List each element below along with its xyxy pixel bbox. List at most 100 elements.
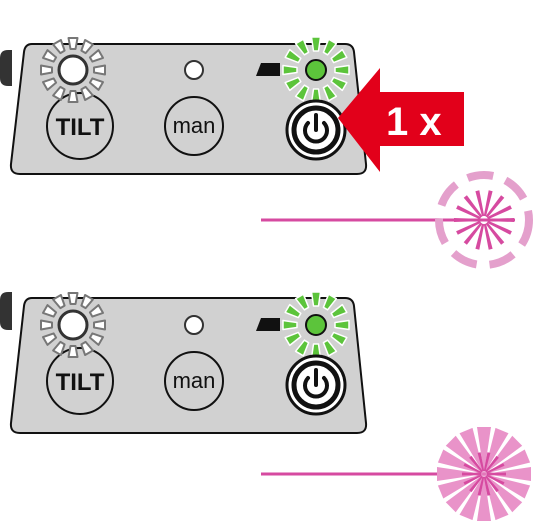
burst-ray [52, 39, 66, 55]
burst-ray [445, 474, 484, 513]
burst-ray [42, 49, 58, 63]
burst-ray [484, 435, 523, 474]
burst-ray [469, 475, 483, 493]
laser-icon [256, 63, 280, 76]
man-button-label: man [173, 368, 216, 393]
burst-ray [88, 49, 104, 63]
laser-beam-flash [437, 427, 531, 521]
burst-ray [52, 340, 66, 356]
status-led [184, 60, 204, 80]
burst-ray [294, 339, 310, 357]
power-button[interactable] [285, 99, 347, 161]
burst-ray [67, 90, 79, 103]
tilt-status-led [57, 309, 89, 341]
power-led-blink-burst [282, 291, 350, 359]
burst-ray [330, 303, 348, 319]
power-led [305, 314, 327, 336]
press-arrow [338, 68, 464, 172]
burst-ray [456, 205, 481, 220]
burst-ray [52, 294, 66, 310]
burst-ray [322, 84, 338, 102]
burst-ray [330, 76, 348, 92]
press-indicator: 1 x [338, 68, 464, 172]
burst-ray [40, 64, 53, 76]
burst-ray [282, 319, 298, 331]
burst-ray [486, 474, 505, 485]
power-led-blink-burst [282, 36, 350, 104]
burst-ray [80, 39, 94, 55]
laser-beam-dot [462, 452, 506, 496]
tilt-led-blink-burst [40, 37, 106, 103]
burst-ray [475, 223, 485, 250]
burst-ray [484, 467, 531, 481]
burst-ray [487, 472, 506, 476]
burst-ray [463, 222, 483, 245]
burst-ray [485, 475, 499, 493]
burst-ray [80, 294, 94, 310]
burst-ray [485, 195, 505, 218]
burst-ray [334, 64, 350, 76]
burst-ray [483, 476, 491, 496]
burst-ray [310, 291, 322, 307]
tilt-button[interactable]: TILT [46, 92, 114, 160]
burst-ray [477, 476, 485, 496]
laser-beam-blinking [261, 171, 533, 269]
laser-beam-dot [454, 190, 514, 250]
burst-ray [284, 303, 302, 319]
burst-ray [42, 77, 58, 91]
burst-ray [485, 455, 499, 473]
man-button-label: man [173, 113, 216, 138]
laser-icon [256, 318, 280, 331]
power-button[interactable] [285, 354, 347, 416]
burst-ray [459, 427, 484, 474]
burst-ray [485, 222, 505, 245]
burst-ray [93, 64, 106, 76]
burst-ray [483, 223, 493, 250]
laser-beam-steady [261, 427, 531, 521]
power-icon [303, 368, 329, 399]
burst-ray [284, 331, 302, 347]
tilt-status-led [57, 54, 89, 86]
status-led [184, 315, 204, 335]
burst-ray [463, 195, 483, 218]
burst-ray [477, 427, 491, 474]
burst-ray [284, 48, 302, 64]
tilt-button-label: TILT [56, 114, 105, 141]
burst-ray [284, 76, 302, 92]
burst-ray [483, 190, 493, 217]
burst-ray [463, 474, 482, 485]
burst-ray [88, 77, 104, 91]
man-button[interactable]: man [164, 96, 224, 156]
device-side-tab [0, 292, 12, 330]
press-count-label: 1 x [386, 100, 442, 144]
burst-ray [459, 474, 484, 521]
burst-ray [67, 292, 79, 305]
burst-ray [486, 463, 505, 474]
burst-ray [454, 218, 480, 222]
burst-ray [88, 304, 104, 318]
burst-ray [484, 474, 509, 521]
burst-ray [487, 220, 512, 235]
burst-ray [330, 48, 348, 64]
burst-ray [322, 339, 338, 357]
burst-ray [322, 293, 338, 311]
tilt-button-label: TILT [56, 369, 105, 396]
man-button[interactable]: man [164, 351, 224, 411]
burst-ray [93, 319, 106, 331]
burst-ray [477, 474, 491, 521]
burst-ray [294, 38, 310, 56]
burst-ray [80, 340, 94, 356]
laser-blink-ring [435, 171, 533, 269]
burst-ray [322, 38, 338, 56]
burst-ray [445, 435, 484, 474]
burst-ray [40, 319, 53, 331]
burst-ray [88, 332, 104, 346]
burst-ray [487, 205, 512, 220]
power-led [305, 59, 327, 81]
device-panel-2: TILT man [0, 291, 531, 521]
burst-ray [310, 36, 322, 52]
burst-ray [67, 37, 79, 50]
tilt-button[interactable]: TILT [46, 347, 114, 415]
burst-ray [477, 452, 485, 472]
